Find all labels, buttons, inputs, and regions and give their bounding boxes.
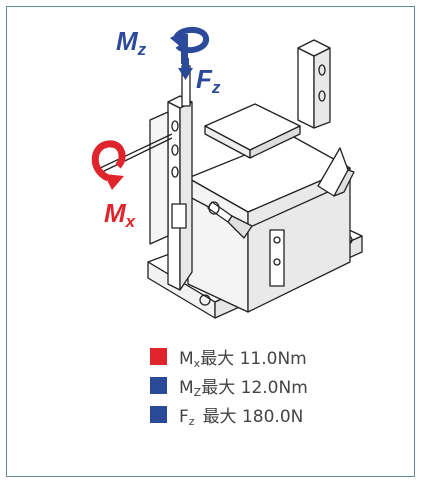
fz-label: Fz bbox=[196, 64, 221, 97]
legend-subscript: x bbox=[193, 357, 201, 370]
legend-swatch-mx bbox=[150, 348, 167, 365]
side-knob-right bbox=[317, 147, 355, 197]
legend-item-fz: Fz 最大 180.0N bbox=[150, 400, 308, 429]
legend-symbol: F bbox=[179, 407, 189, 427]
legend-swatch-mz bbox=[150, 377, 167, 394]
side-knob-left bbox=[207, 201, 253, 239]
legend-item-mz: MZ最大 12.0Nm bbox=[150, 371, 308, 400]
mz-rotation-arrow bbox=[170, 27, 209, 64]
legend-text: 最大 180.0N bbox=[202, 407, 304, 427]
mx-label: Mx bbox=[104, 198, 137, 231]
gripper-body bbox=[187, 135, 351, 313]
mx-rotation-arrow bbox=[91, 140, 126, 190]
legend-text: 最大 12.0Nm bbox=[201, 378, 308, 398]
legend-text: 最大 11.0Nm bbox=[200, 349, 307, 369]
right-jaw bbox=[297, 39, 331, 129]
legend-symbol: M bbox=[179, 378, 194, 398]
rail-slot bbox=[269, 229, 285, 287]
legend-swatch-fz bbox=[150, 406, 167, 423]
legend-subscript: Z bbox=[193, 386, 202, 399]
mz-label: Mz bbox=[116, 26, 147, 59]
legend-item-mx: Mx最大 11.0Nm bbox=[150, 342, 308, 371]
fz-force-arrow bbox=[178, 58, 193, 80]
legend-subscript: z bbox=[188, 415, 195, 428]
top-slide-plate bbox=[204, 103, 301, 159]
legend-symbol: M bbox=[179, 349, 194, 369]
